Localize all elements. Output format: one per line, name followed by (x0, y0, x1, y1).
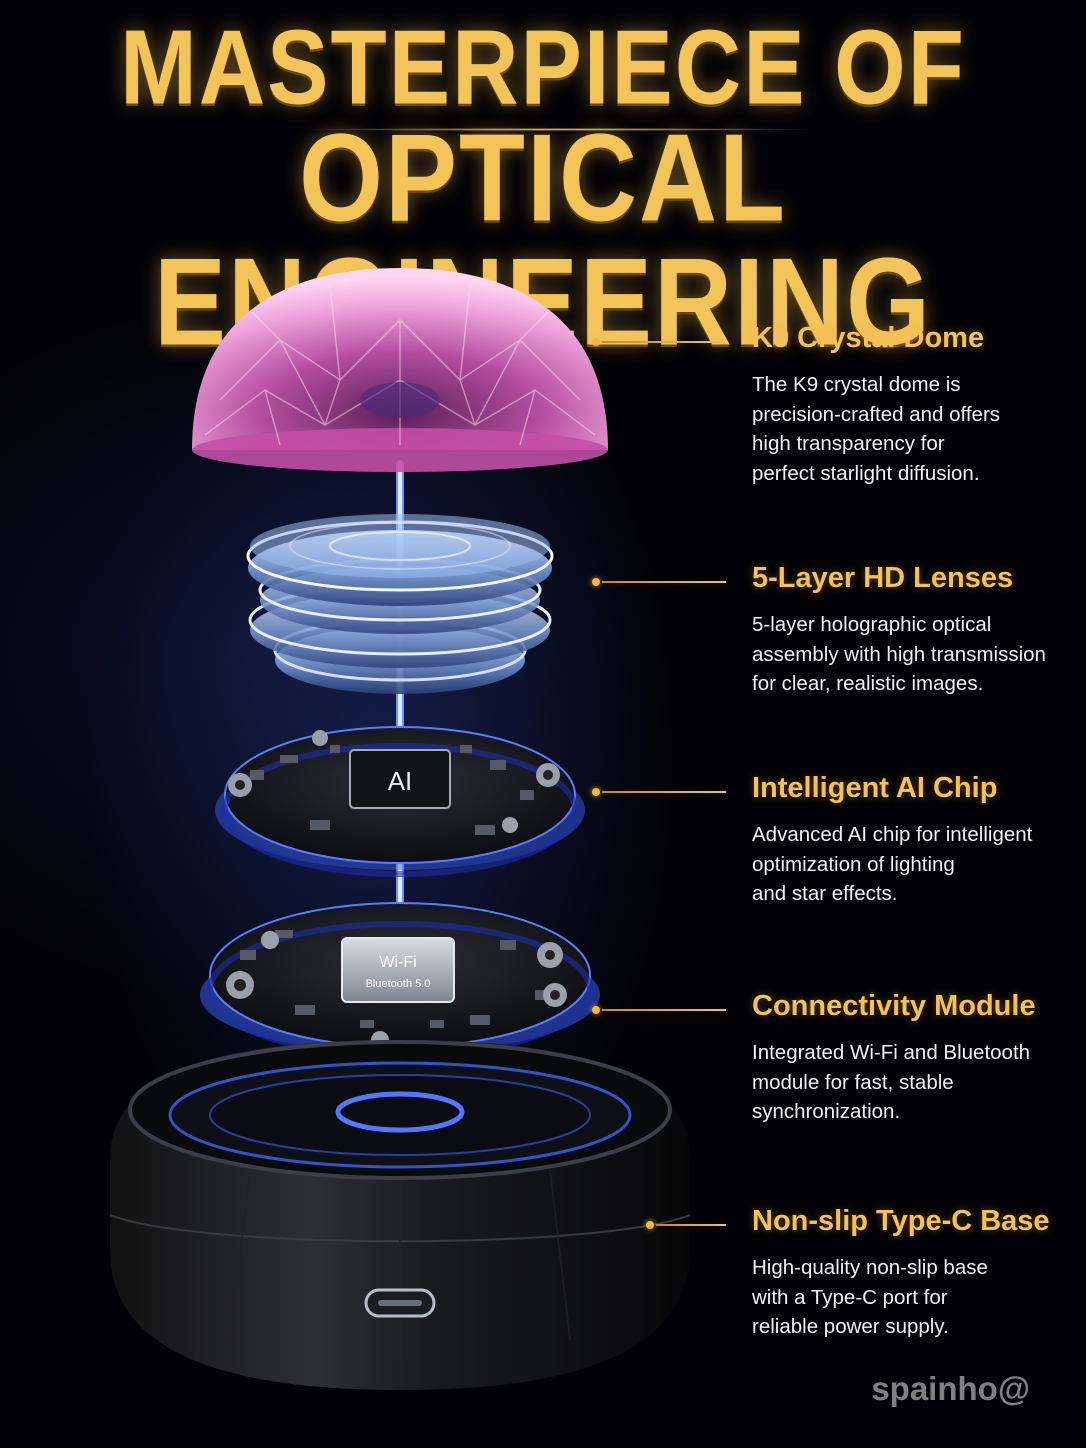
type-c-port-slot (378, 1300, 422, 1306)
callout-line: Integrated Wi-Fi and Bluetooth (752, 1041, 1031, 1064)
bluetooth-module-label: Bluetooth 5.0 (366, 978, 431, 990)
callout-leader-line (602, 791, 726, 793)
exploded-projector-illustration: AI Wi-Fi Bluetooth 5.0 (109, 268, 691, 1390)
callout-dot (592, 1006, 600, 1014)
callout-line: module for fast, stable (752, 1070, 954, 1094)
callout-dot (592, 788, 600, 796)
callout-description: Integrated Wi-Fi and Bluetooth module fo… (752, 1038, 1082, 1127)
callout-line: reliable power supply. (752, 1315, 949, 1338)
callout-line: perfect starlight diffusion. (752, 461, 980, 485)
callout-leader-line (656, 1224, 726, 1226)
wifi-module-label: Wi-Fi (379, 954, 416, 971)
callout-dot (646, 1221, 654, 1229)
callout-line: Advanced AI chip for intelligent (752, 823, 1033, 846)
connectivity-board: Wi-Fi Bluetooth 5.0 (200, 902, 600, 1059)
callout-title: Non-slip Type-C Base (752, 1205, 1050, 1237)
callout-title: Intelligent AI Chip (752, 772, 998, 804)
headline-line-1: MASTERPIECE OF (120, 9, 966, 127)
callout-leader-line (602, 341, 726, 343)
callout-description: High-quality non-slip base with a Type-C… (752, 1253, 1082, 1342)
callout-title: 5-Layer HD Lenses (752, 562, 1014, 594)
callout-line: precision-crafted and offers (752, 402, 1001, 426)
crystal-dome (192, 268, 608, 472)
ai-chip-label: AI (388, 766, 413, 796)
type-c-base (109, 1040, 691, 1390)
callout-title: K9 Crystal Dome (752, 322, 985, 354)
callout-dot (592, 578, 600, 586)
callout-leader-line (602, 581, 726, 583)
callout-line: for clear, realistic images. (752, 672, 984, 695)
callout-line: High-quality non-slip base (752, 1256, 988, 1279)
callout-line: with a Type-C port for (752, 1285, 948, 1309)
callout-line: 5-layer holographic optical (752, 613, 992, 636)
callout-description: 5-layer holographic optical assembly wit… (752, 610, 1082, 699)
callout-line: assembly with high transmission (752, 642, 1046, 666)
callout-dot (592, 338, 600, 346)
watermark: spainho@ (871, 1370, 1030, 1407)
callout-line: optimization of lighting (752, 852, 955, 876)
callout-line: high transparency for (752, 432, 945, 455)
lens-stack (246, 514, 554, 694)
callout-line: synchronization. (752, 1100, 901, 1123)
callout-line: and star effects. (752, 882, 898, 905)
callout-line: The K9 crystal dome is (752, 373, 961, 396)
callout-description: The K9 crystal dome is precision-crafted… (752, 370, 1082, 488)
callout-description: Advanced AI chip for intelligent optimiz… (752, 820, 1082, 909)
ai-chip-board: AI (215, 726, 585, 877)
callout-title: Connectivity Module (752, 990, 1036, 1022)
headline-glow-divider (300, 128, 820, 131)
callout-leader-line (602, 1009, 726, 1011)
